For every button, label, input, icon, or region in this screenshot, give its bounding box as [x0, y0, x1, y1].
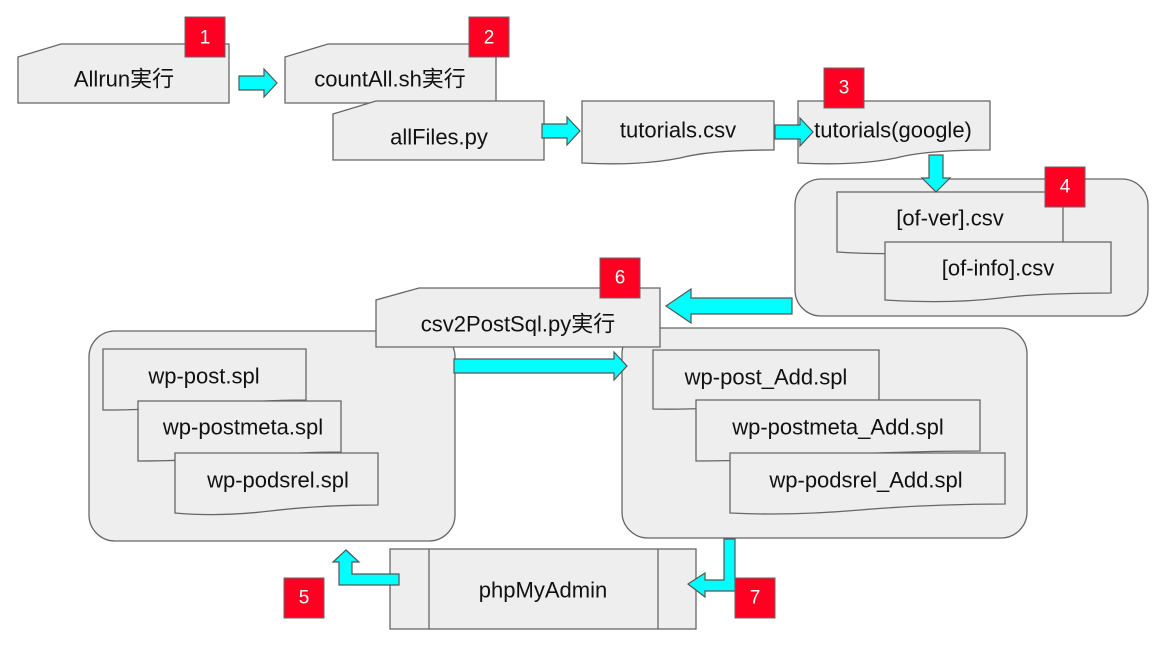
arrow-allrun-to-countall [238, 67, 278, 99]
node-tutorials-csv[interactable]: tutorials.csv [581, 100, 775, 165]
node-allfiles-label: allFiles.py [390, 125, 488, 150]
node-phpmyadmin[interactable]: phpMyAdmin [389, 548, 697, 630]
badge-4: 4 [1044, 166, 1086, 208]
arrow-wp-add-to-phpmyadmin [686, 538, 736, 599]
node-wp-podsrel-label: wp-podsrel.spl [206, 468, 349, 493]
node-tutorials-google-label: tutorials(google) [814, 118, 972, 143]
node-wp-podsrel[interactable]: wp-podsrel.spl [174, 452, 379, 516]
node-wp-post-label: wp-post.spl [147, 364, 259, 389]
svg-text:1: 1 [200, 28, 211, 49]
node-wp-podsrel-add-label: wp-podsrel_Add.spl [768, 468, 962, 493]
arrow-of-csv-to-csv2postsql [664, 287, 793, 325]
node-wp-post[interactable]: wp-post.spl [102, 348, 307, 411]
node-tutorials-csv-label: tutorials.csv [620, 118, 736, 143]
badge-3: 3 [823, 67, 865, 109]
node-countall-label: countAll.sh実行 [314, 67, 466, 92]
node-of-info-label: [of-info].csv [942, 256, 1054, 281]
badge-2: 2 [468, 16, 510, 58]
node-wp-podsrel-add[interactable]: wp-podsrel_Add.spl [729, 452, 1006, 515]
svg-text:2: 2 [484, 28, 495, 49]
node-tutorials-google[interactable]: tutorials(google) [797, 100, 991, 165]
arrow-phpmyadmin-to-wp-spl [331, 549, 400, 586]
svg-text:7: 7 [750, 588, 761, 609]
node-allrun[interactable]: Allrun実行 [17, 43, 230, 104]
badge-1: 1 [184, 16, 226, 58]
arrow-allfiles-to-tutorials-csv [541, 115, 581, 147]
svg-text:3: 3 [839, 78, 850, 99]
node-allrun-label: Allrun実行 [74, 67, 174, 92]
arrow-google-to-of-csv [920, 154, 952, 193]
node-wp-post-add-label: wp-post_Add.spl [684, 365, 848, 390]
badge-6: 6 [599, 257, 641, 299]
badge-5: 5 [283, 577, 325, 619]
node-of-info[interactable]: [of-info].csv [884, 241, 1112, 303]
arrow-wp-spl-to-wp-add [453, 350, 628, 382]
node-wp-postmeta-add-label: wp-postmeta_Add.spl [731, 415, 944, 440]
node-csv2postsql-label: csv2PostSql.py実行 [421, 312, 615, 337]
node-countall[interactable]: countAll.sh実行 [284, 43, 497, 104]
node-allfiles[interactable]: allFiles.py [332, 100, 545, 161]
arrow-tutorials-csv-to-google [774, 116, 814, 148]
node-wp-postmeta-add[interactable]: wp-postmeta_Add.spl [695, 399, 981, 462]
badge-7: 7 [734, 577, 776, 619]
node-csv2postsql[interactable]: csv2PostSql.py実行 [375, 287, 661, 348]
node-phpmyadmin-label: phpMyAdmin [479, 578, 607, 603]
svg-text:6: 6 [615, 268, 626, 289]
node-wp-postmeta[interactable]: wp-postmeta.spl [137, 400, 342, 462]
node-of-ver-label: [of-ver].csv [896, 206, 1004, 231]
svg-text:5: 5 [299, 588, 310, 609]
svg-text:4: 4 [1060, 177, 1071, 198]
node-wp-postmeta-label: wp-postmeta.spl [162, 415, 323, 440]
